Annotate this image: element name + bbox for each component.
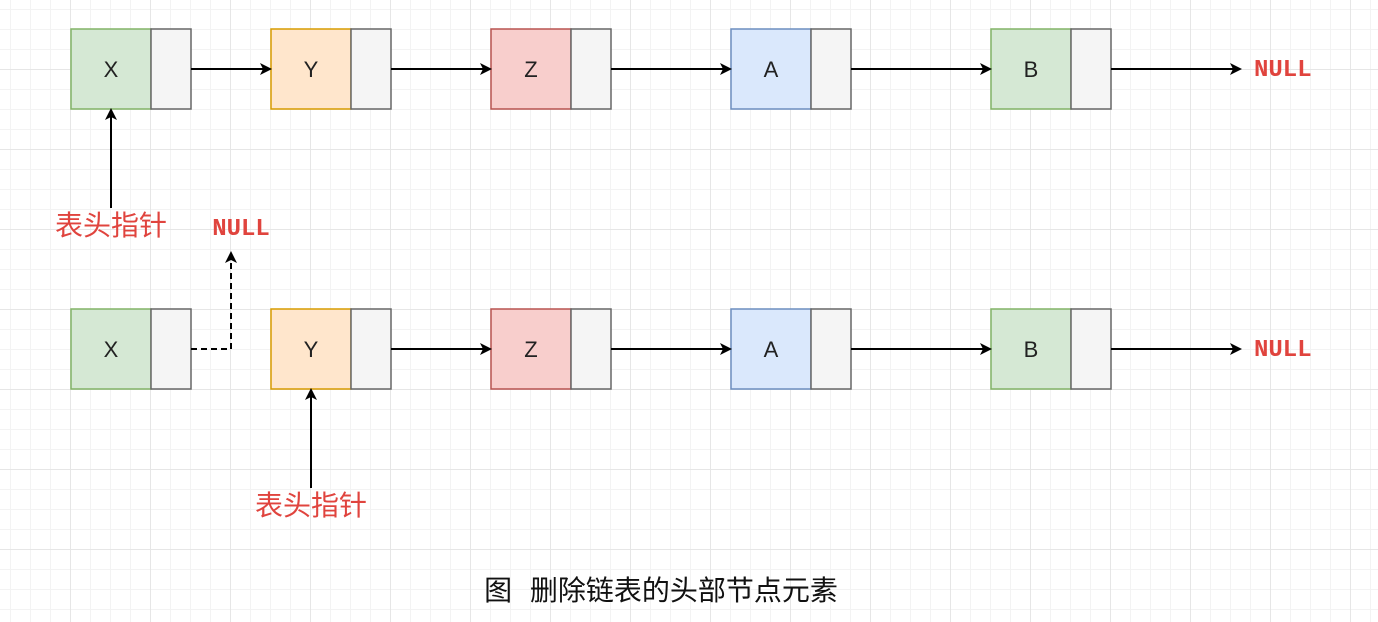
removed-node-x: X bbox=[70, 308, 192, 390]
node-b-data-cell bbox=[990, 308, 1072, 390]
node-b-next-cell bbox=[1070, 308, 1112, 390]
node-b-label: B bbox=[1024, 337, 1039, 362]
node-b-label: B bbox=[1024, 57, 1039, 82]
node-a-data-cell bbox=[730, 308, 812, 390]
node-a: A bbox=[730, 308, 852, 390]
node-z-label: Z bbox=[524, 337, 537, 362]
removed-node-x-next-cell bbox=[150, 308, 192, 390]
node-a-label: A bbox=[764, 57, 779, 82]
node-y-next-cell bbox=[350, 308, 392, 390]
node-z-label: Z bbox=[524, 57, 537, 82]
node-y: Y bbox=[270, 28, 392, 110]
node-z-data-cell bbox=[490, 308, 572, 390]
node-b-data-cell bbox=[990, 28, 1072, 110]
node-x-next-cell bbox=[150, 28, 192, 110]
node-y-data-cell bbox=[270, 28, 352, 110]
node-b: B bbox=[990, 308, 1112, 390]
null-terminator: NULL bbox=[1254, 337, 1312, 364]
node-y-label: Y bbox=[304, 57, 319, 82]
removed-node-x-data-cell bbox=[70, 308, 152, 390]
node-y-label: Y bbox=[304, 337, 319, 362]
row-after-deletion: X Y Z A B NULL NULL 表头指针 bbox=[70, 216, 1312, 522]
row-before-deletion: X Y Z A B NULL 表头指针 bbox=[55, 28, 1312, 242]
node-b: B bbox=[990, 28, 1112, 110]
head-pointer-label: 表头指针 bbox=[255, 489, 367, 522]
node-z-next-cell bbox=[570, 308, 612, 390]
node-y-data-cell bbox=[270, 308, 352, 390]
node-b-next-cell bbox=[1070, 28, 1112, 110]
dashed-arrow-x-to-null bbox=[191, 251, 237, 350]
node-a-label: A bbox=[764, 337, 779, 362]
null-terminator: NULL bbox=[1254, 57, 1312, 84]
node-y-next-cell bbox=[350, 28, 392, 110]
node-a-next-cell bbox=[810, 308, 852, 390]
node-z-next-cell bbox=[570, 28, 612, 110]
detached-null-label: NULL bbox=[212, 216, 270, 243]
node-z: Z bbox=[490, 28, 612, 110]
node-x: X bbox=[70, 28, 192, 110]
node-y: Y bbox=[270, 308, 392, 390]
node-z: Z bbox=[490, 308, 612, 390]
node-x-data-cell bbox=[70, 28, 152, 110]
removed-node-x-label: X bbox=[104, 337, 119, 362]
node-a-next-cell bbox=[810, 28, 852, 110]
node-x-label: X bbox=[104, 57, 119, 82]
node-z-data-cell bbox=[490, 28, 572, 110]
head-pointer-label: 表头指针 bbox=[55, 209, 167, 242]
node-a: A bbox=[730, 28, 852, 110]
diagram-caption: 图 删除链表的头部节点元素 bbox=[484, 574, 838, 607]
